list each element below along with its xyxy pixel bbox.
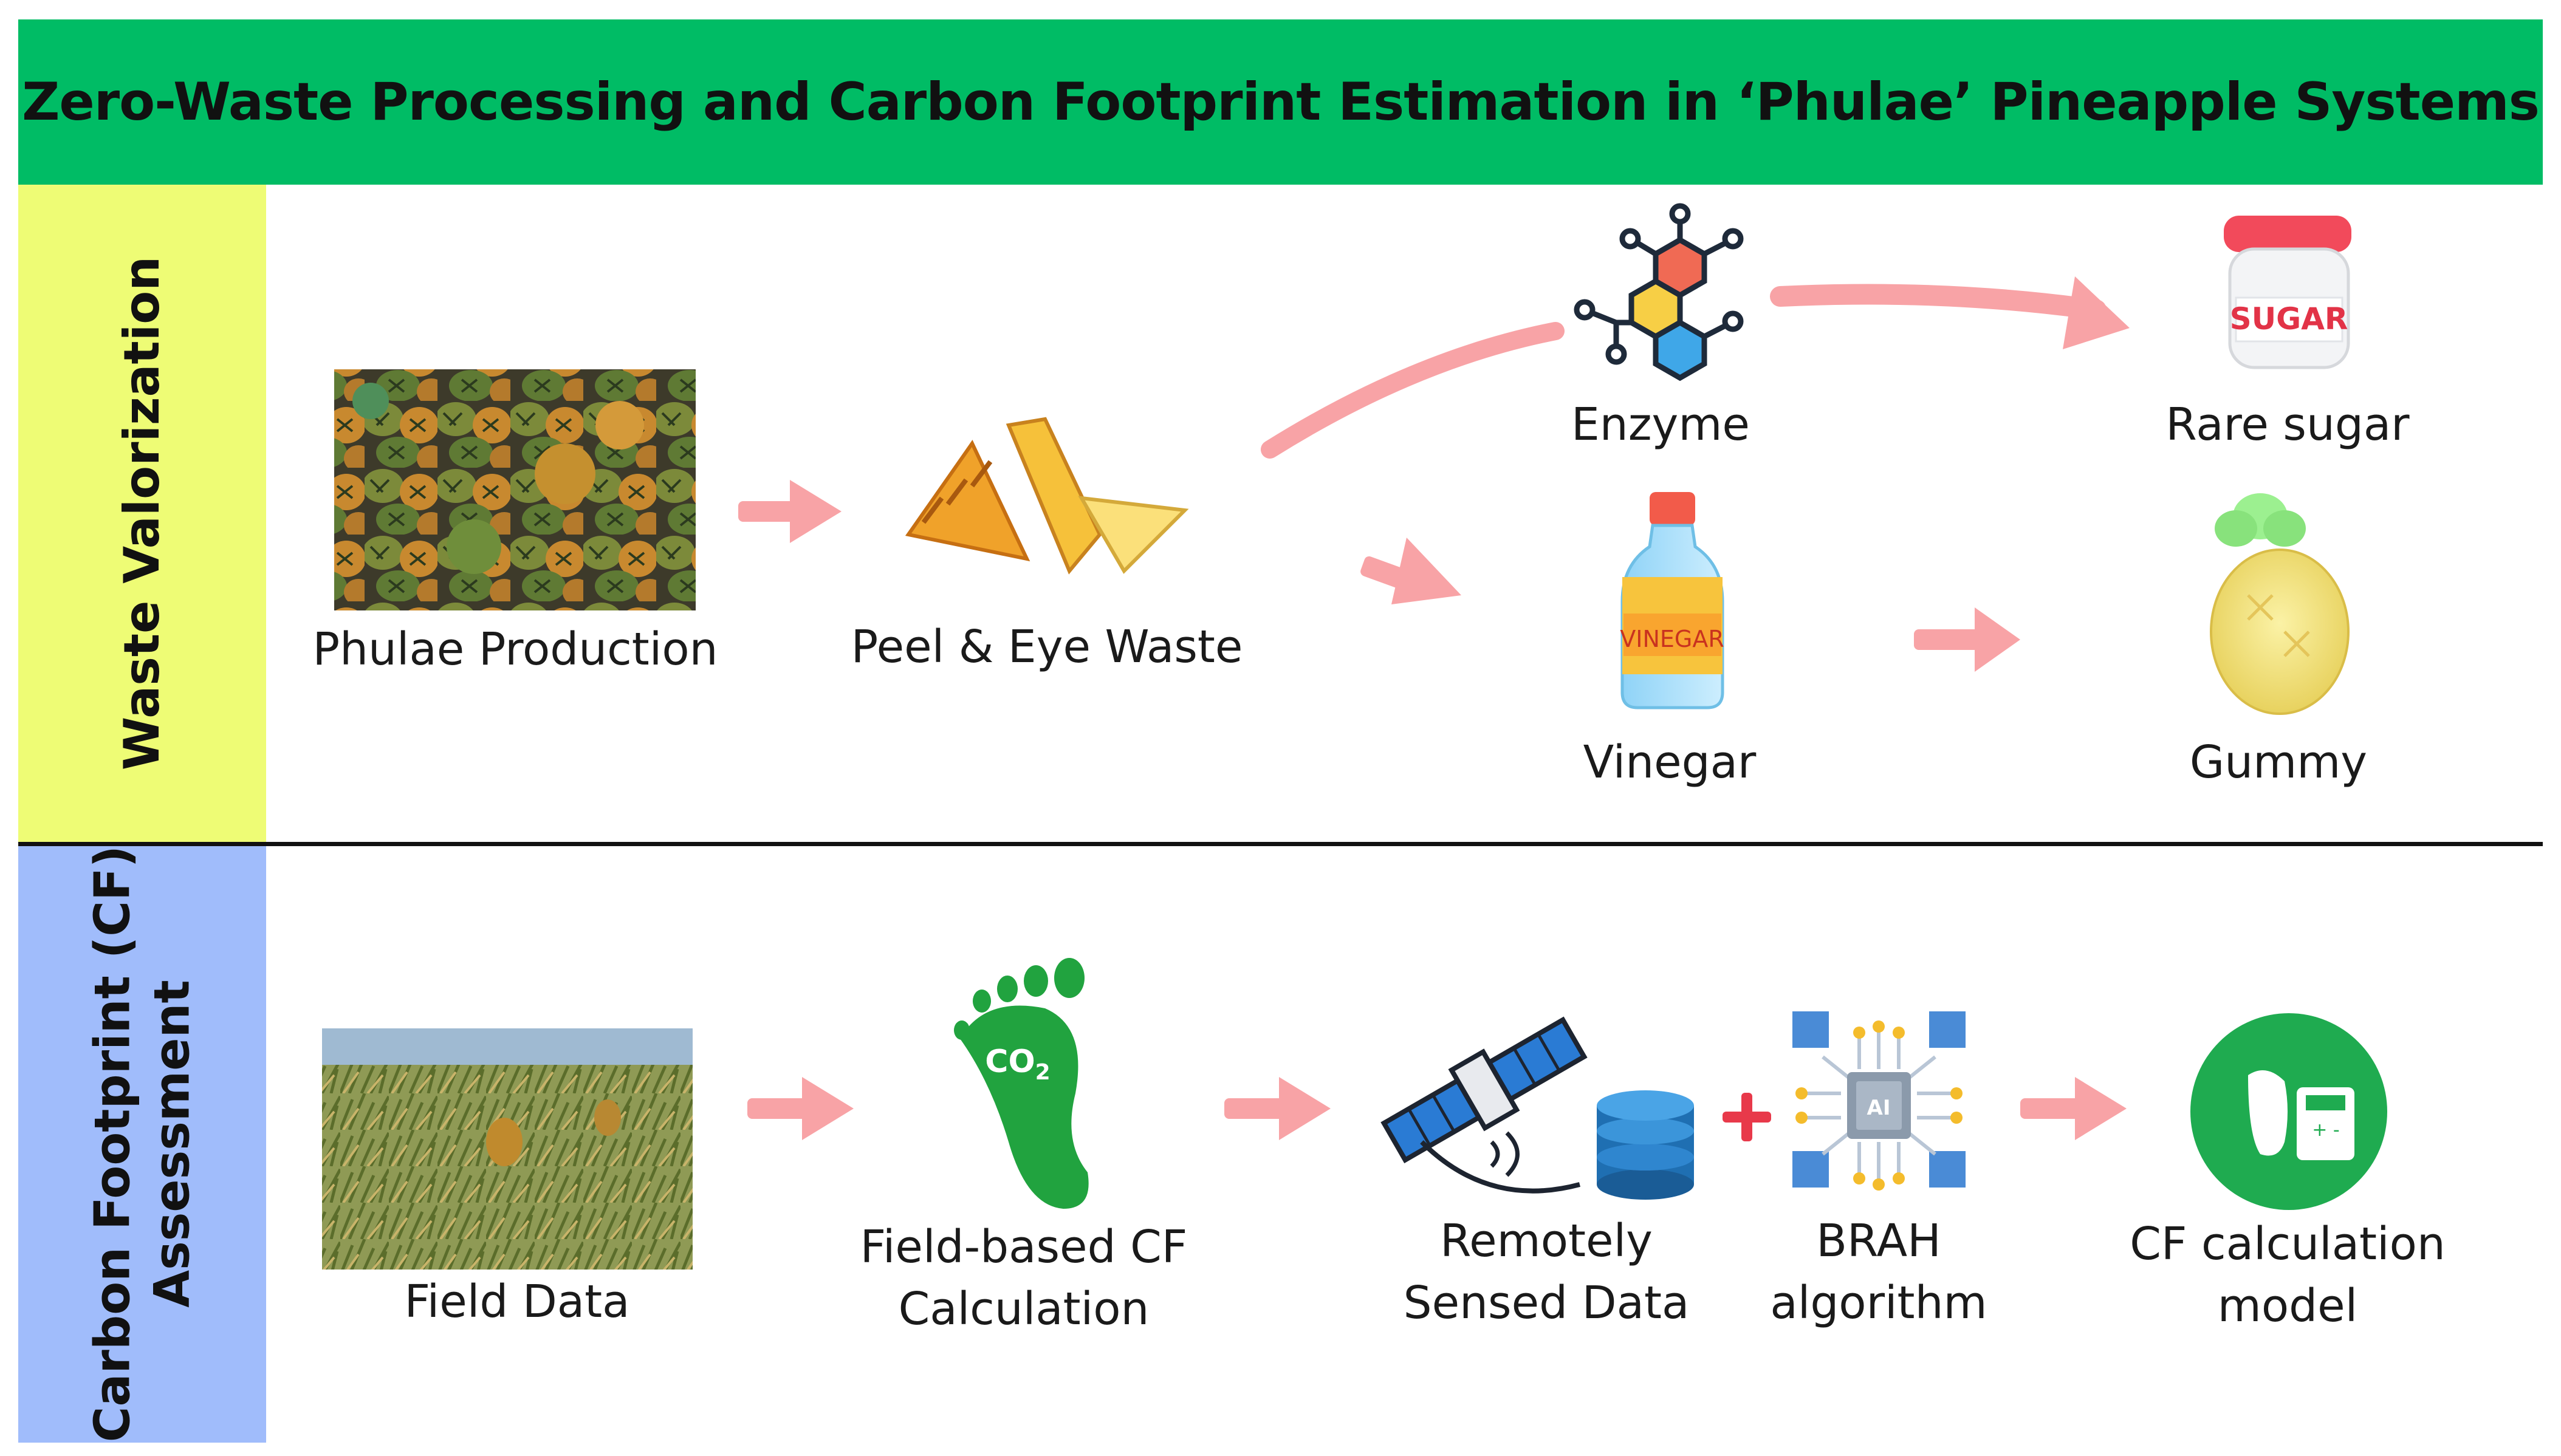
pineapple-peel-icon [905, 417, 1189, 575]
co2-footprint-icon: CO2 [954, 958, 1089, 1209]
satellite-icon [1380, 1016, 1588, 1194]
ai-chip-icon: AI [1792, 1011, 1966, 1191]
arrow-footprint-to-remote [1224, 1077, 1331, 1140]
label-peel-eye-waste: Peel & Eye Waste [851, 621, 1243, 673]
arrow-field-to-footprint [747, 1077, 854, 1140]
section-divider [18, 842, 2543, 846]
pineapple-pile-photo [334, 369, 696, 610]
cf-model-icon: + - [2190, 1013, 2387, 1210]
arrow-vinegar-to-gummy [1914, 607, 2020, 672]
label-brah-algorithm: BRAH algorithm [1770, 1215, 1987, 1330]
label-rare-sugar: Rare sugar [2165, 398, 2410, 451]
title-banner: Zero-Waste Processing and Carbon Footpri… [18, 19, 2543, 185]
arrow-enzyme-to-rare-sugar [1770, 276, 2130, 349]
arrow-brah-to-model [2020, 1077, 2127, 1140]
label-remotely-sensed: Remotely Sensed Data [1403, 1215, 1690, 1330]
carbon-footprint-band: Carbon Footprint (CF) Assessment [18, 844, 266, 1443]
vinegar-bottle-icon: VINEGAR [1620, 492, 1724, 709]
ai-chip-text: AI [1867, 1096, 1891, 1120]
label-field-data: Field Data [404, 1276, 630, 1328]
arrow-production-to-peel [738, 480, 842, 543]
arrow-peel-to-enzyme [1261, 322, 1565, 459]
svg-text:+ -: + - [2312, 1119, 2340, 1141]
pineapple-gummy-icon [2210, 493, 2350, 715]
pineapple-field-photo [322, 1028, 693, 1270]
label-vinegar: Vinegar [1583, 736, 1757, 788]
label-enzyme: Enzyme [1571, 398, 1750, 451]
label-field-based-cf: Field-based CF Calculation [860, 1221, 1188, 1336]
carbon-arrows [747, 1077, 2127, 1140]
label-cf-calculation-model: CF calculation model [2130, 1218, 2446, 1333]
sugar-jar-text: SUGAR [2230, 301, 2348, 337]
co2-footprint-text: CO2 [985, 1044, 1050, 1085]
plus-icon [1723, 1093, 1771, 1141]
enzyme-molecule-icon [1574, 203, 1744, 381]
diagram-title: Zero-Waste Processing and Carbon Footpri… [22, 72, 2540, 132]
vinegar-bottle-text: VINEGAR [1620, 626, 1724, 652]
arrow-peel-to-vinegar [1360, 538, 1461, 604]
waste-arrows [738, 276, 2130, 672]
label-phulae-production: Phulae Production [312, 623, 718, 675]
sugar-jar-icon: SUGAR [2224, 216, 2351, 369]
label-gummy: Gummy [2189, 736, 2368, 788]
waste-valorization-band: Waste Valorization [18, 185, 266, 842]
database-icon [1597, 1090, 1694, 1200]
